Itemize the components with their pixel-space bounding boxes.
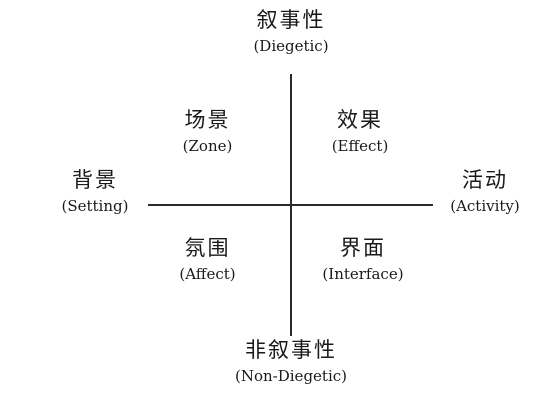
quadrant-top-left: 场景 (Zone) (150, 110, 265, 154)
quadrant-top-left-zh: 场景 (184, 108, 231, 132)
axis-label-left: 背景 (Setting) (40, 170, 150, 214)
axis-label-top: 叙事性 (Diegetic) (211, 10, 371, 54)
axis-label-right-en: (Activity) (450, 197, 520, 215)
quadrant-top-left-en: (Zone) (182, 137, 233, 155)
quadrant-bottom-right-zh: 界面 (340, 236, 386, 260)
quadrant-bottom-right: 界面 (Interface) (308, 238, 418, 282)
quadrant-top-right-zh: 效果 (337, 108, 383, 132)
axis-label-right: 活动 (Activity) (425, 170, 545, 214)
axis-label-bottom: 非叙事性 (Non-Diegetic) (211, 340, 371, 384)
quadrant-bottom-left-en: (Affect) (179, 265, 236, 283)
quadrant-bottom-right-en: (Interface) (322, 265, 404, 283)
axis-label-left-zh: 背景 (72, 168, 118, 192)
axis-label-right-zh: 活动 (462, 168, 508, 192)
quadrant-top-right-en: (Effect) (331, 137, 389, 155)
axis-label-left-en: (Setting) (61, 197, 129, 215)
quadrant-top-right: 效果 (Effect) (305, 110, 415, 154)
axis-label-top-en: (Diegetic) (253, 37, 329, 55)
axis-label-top-zh: 叙事性 (256, 8, 326, 32)
axis-label-bottom-en: (Non-Diegetic) (235, 367, 347, 385)
axis-label-bottom-zh: 非叙事性 (245, 338, 337, 362)
quadrant-bottom-left-zh: 氛围 (184, 236, 231, 260)
horizontal-axis-line (148, 204, 433, 206)
quadrant-bottom-left: 氛围 (Affect) (150, 238, 265, 282)
